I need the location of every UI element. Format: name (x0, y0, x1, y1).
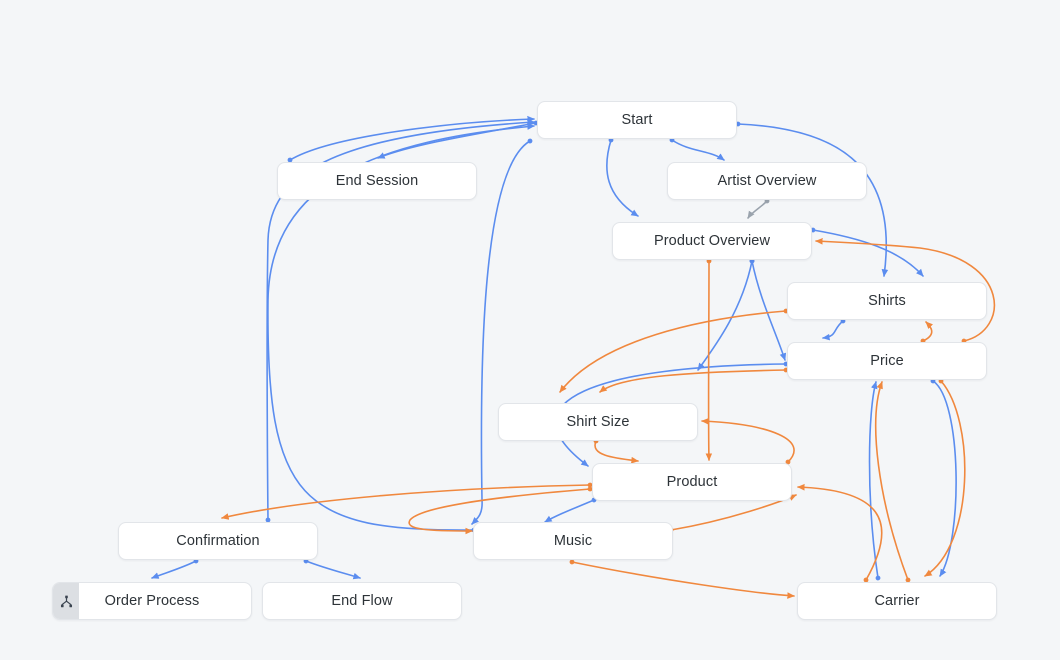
node-label-end-flow: End Flow (331, 593, 393, 609)
edge-start-artist-overview (669, 137, 725, 161)
edge-end-session-start (287, 115, 535, 163)
node-price[interactable]: Price (787, 342, 987, 380)
node-label-end-session: End Session (335, 173, 419, 189)
edge-confirmation-order-process (151, 558, 199, 579)
node-product-overview[interactable]: Product Overview (612, 222, 812, 260)
node-confirmation[interactable]: Confirmation (118, 522, 318, 560)
node-label-artist-overview: Artist Overview (717, 173, 817, 189)
edge-group-gray (747, 198, 770, 219)
edge-shirts-shirt-size (559, 308, 789, 393)
node-end-flow[interactable]: End Flow (262, 582, 462, 620)
node-label-product: Product (666, 474, 718, 490)
edge-start-music (471, 138, 533, 525)
node-label-start: Start (621, 112, 653, 128)
node-label-order-process: Order Process (104, 593, 200, 609)
node-label-carrier: Carrier (874, 593, 920, 609)
edge-price-carrier-orange (924, 378, 966, 577)
node-artist-overview[interactable]: Artist Overview (667, 162, 867, 200)
edge-price-carrier (930, 378, 957, 577)
node-shirt-size[interactable]: Shirt Size (498, 403, 698, 441)
edge-product-overview-price (749, 258, 787, 361)
node-order-process[interactable]: Order Process (52, 582, 252, 620)
edge-price-shirt-size (599, 367, 789, 393)
edge-carrier-price (868, 381, 881, 581)
edge-shirt-size-product (593, 438, 639, 464)
node-start[interactable]: Start (537, 101, 737, 139)
node-carrier[interactable]: Carrier (797, 582, 997, 620)
node-label-product-overview: Product Overview (653, 233, 771, 249)
node-label-shirts: Shirts (868, 293, 906, 309)
edge-product-confirmation (221, 482, 593, 520)
node-label-price: Price (870, 353, 904, 369)
node-label-shirt-size: Shirt Size (566, 414, 630, 430)
node-label-music: Music (553, 533, 593, 549)
edge-confirmation-end-flow (303, 558, 361, 580)
edge-product-overview-shirt-size (697, 258, 755, 371)
node-end-session[interactable]: End Session (277, 162, 477, 200)
edge-start-end-session (377, 120, 539, 159)
node-product[interactable]: Product (592, 463, 792, 501)
edge-product-overview-shirts (810, 227, 924, 277)
edge-shirts-price (822, 318, 846, 341)
hierarchy-icon (53, 583, 79, 619)
node-label-confirmation: Confirmation (176, 533, 260, 549)
edge-price-shirts (920, 321, 934, 344)
edge-carrier-price-orange (875, 381, 911, 583)
edge-music-carrier (569, 559, 795, 599)
node-shirts[interactable]: Shirts (787, 282, 987, 320)
node-music[interactable]: Music (473, 522, 673, 560)
edge-carrier-product (797, 483, 883, 583)
edge-product-music (544, 497, 597, 523)
edge-product-shirt-size (701, 417, 795, 465)
edge-artist-overview-product-overview (747, 198, 770, 219)
edge-start-product-overview (606, 137, 639, 217)
